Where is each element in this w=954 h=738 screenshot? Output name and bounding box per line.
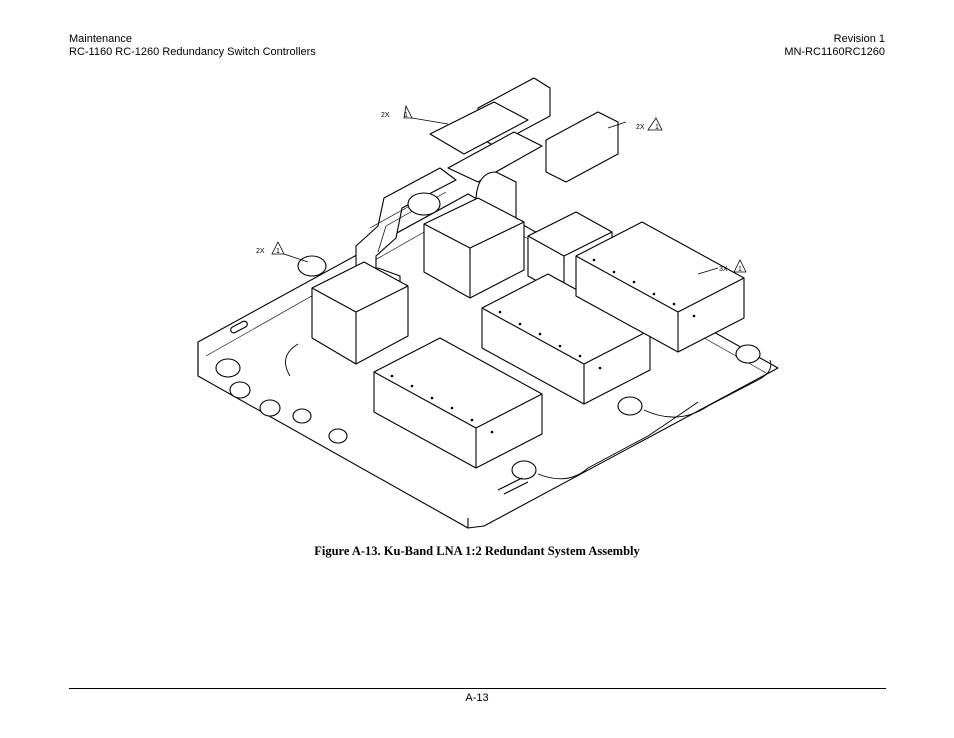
header-revision: Revision 1 — [833, 33, 885, 45]
callout-number: 1 — [738, 266, 742, 273]
header-document-number: MN-RC1160RC1260 — [784, 46, 885, 58]
footer-divider — [69, 688, 886, 689]
waveguide-switch-left — [311, 261, 409, 365]
header-left: Maintenance RC-1160 RC-1260 Redundancy S… — [69, 33, 316, 59]
callout-number: 1 — [276, 248, 280, 255]
callout-qty: 2X — [381, 112, 390, 119]
page-number: A-13 — [465, 692, 489, 704]
assembly-drawing: 2X 1 2X 1 2X 1 3X 1 — [197, 77, 779, 529]
header-right: Revision 1 MN-RC1160RC1260 — [784, 33, 885, 59]
callout-qty: 2X — [636, 124, 645, 131]
callout-qty: 3X — [719, 266, 728, 273]
callout-number: 1 — [404, 112, 408, 119]
header-manual-title: RC-1160 RC-1260 Redundancy Switch Contro… — [69, 46, 316, 58]
header-section-title: Maintenance — [69, 33, 132, 45]
waveguide-switch-center — [423, 197, 525, 299]
lna-module-3 — [575, 221, 745, 353]
waveguide-flange-right — [545, 111, 619, 183]
callout-number: 1 — [655, 124, 659, 131]
callout-qty: 2X — [256, 248, 265, 255]
figure-caption: Figure A-13. Ku-Band LNA 1:2 Redundant S… — [314, 544, 640, 558]
lna-module-2 — [481, 273, 651, 405]
lna-module-1 — [373, 337, 543, 469]
